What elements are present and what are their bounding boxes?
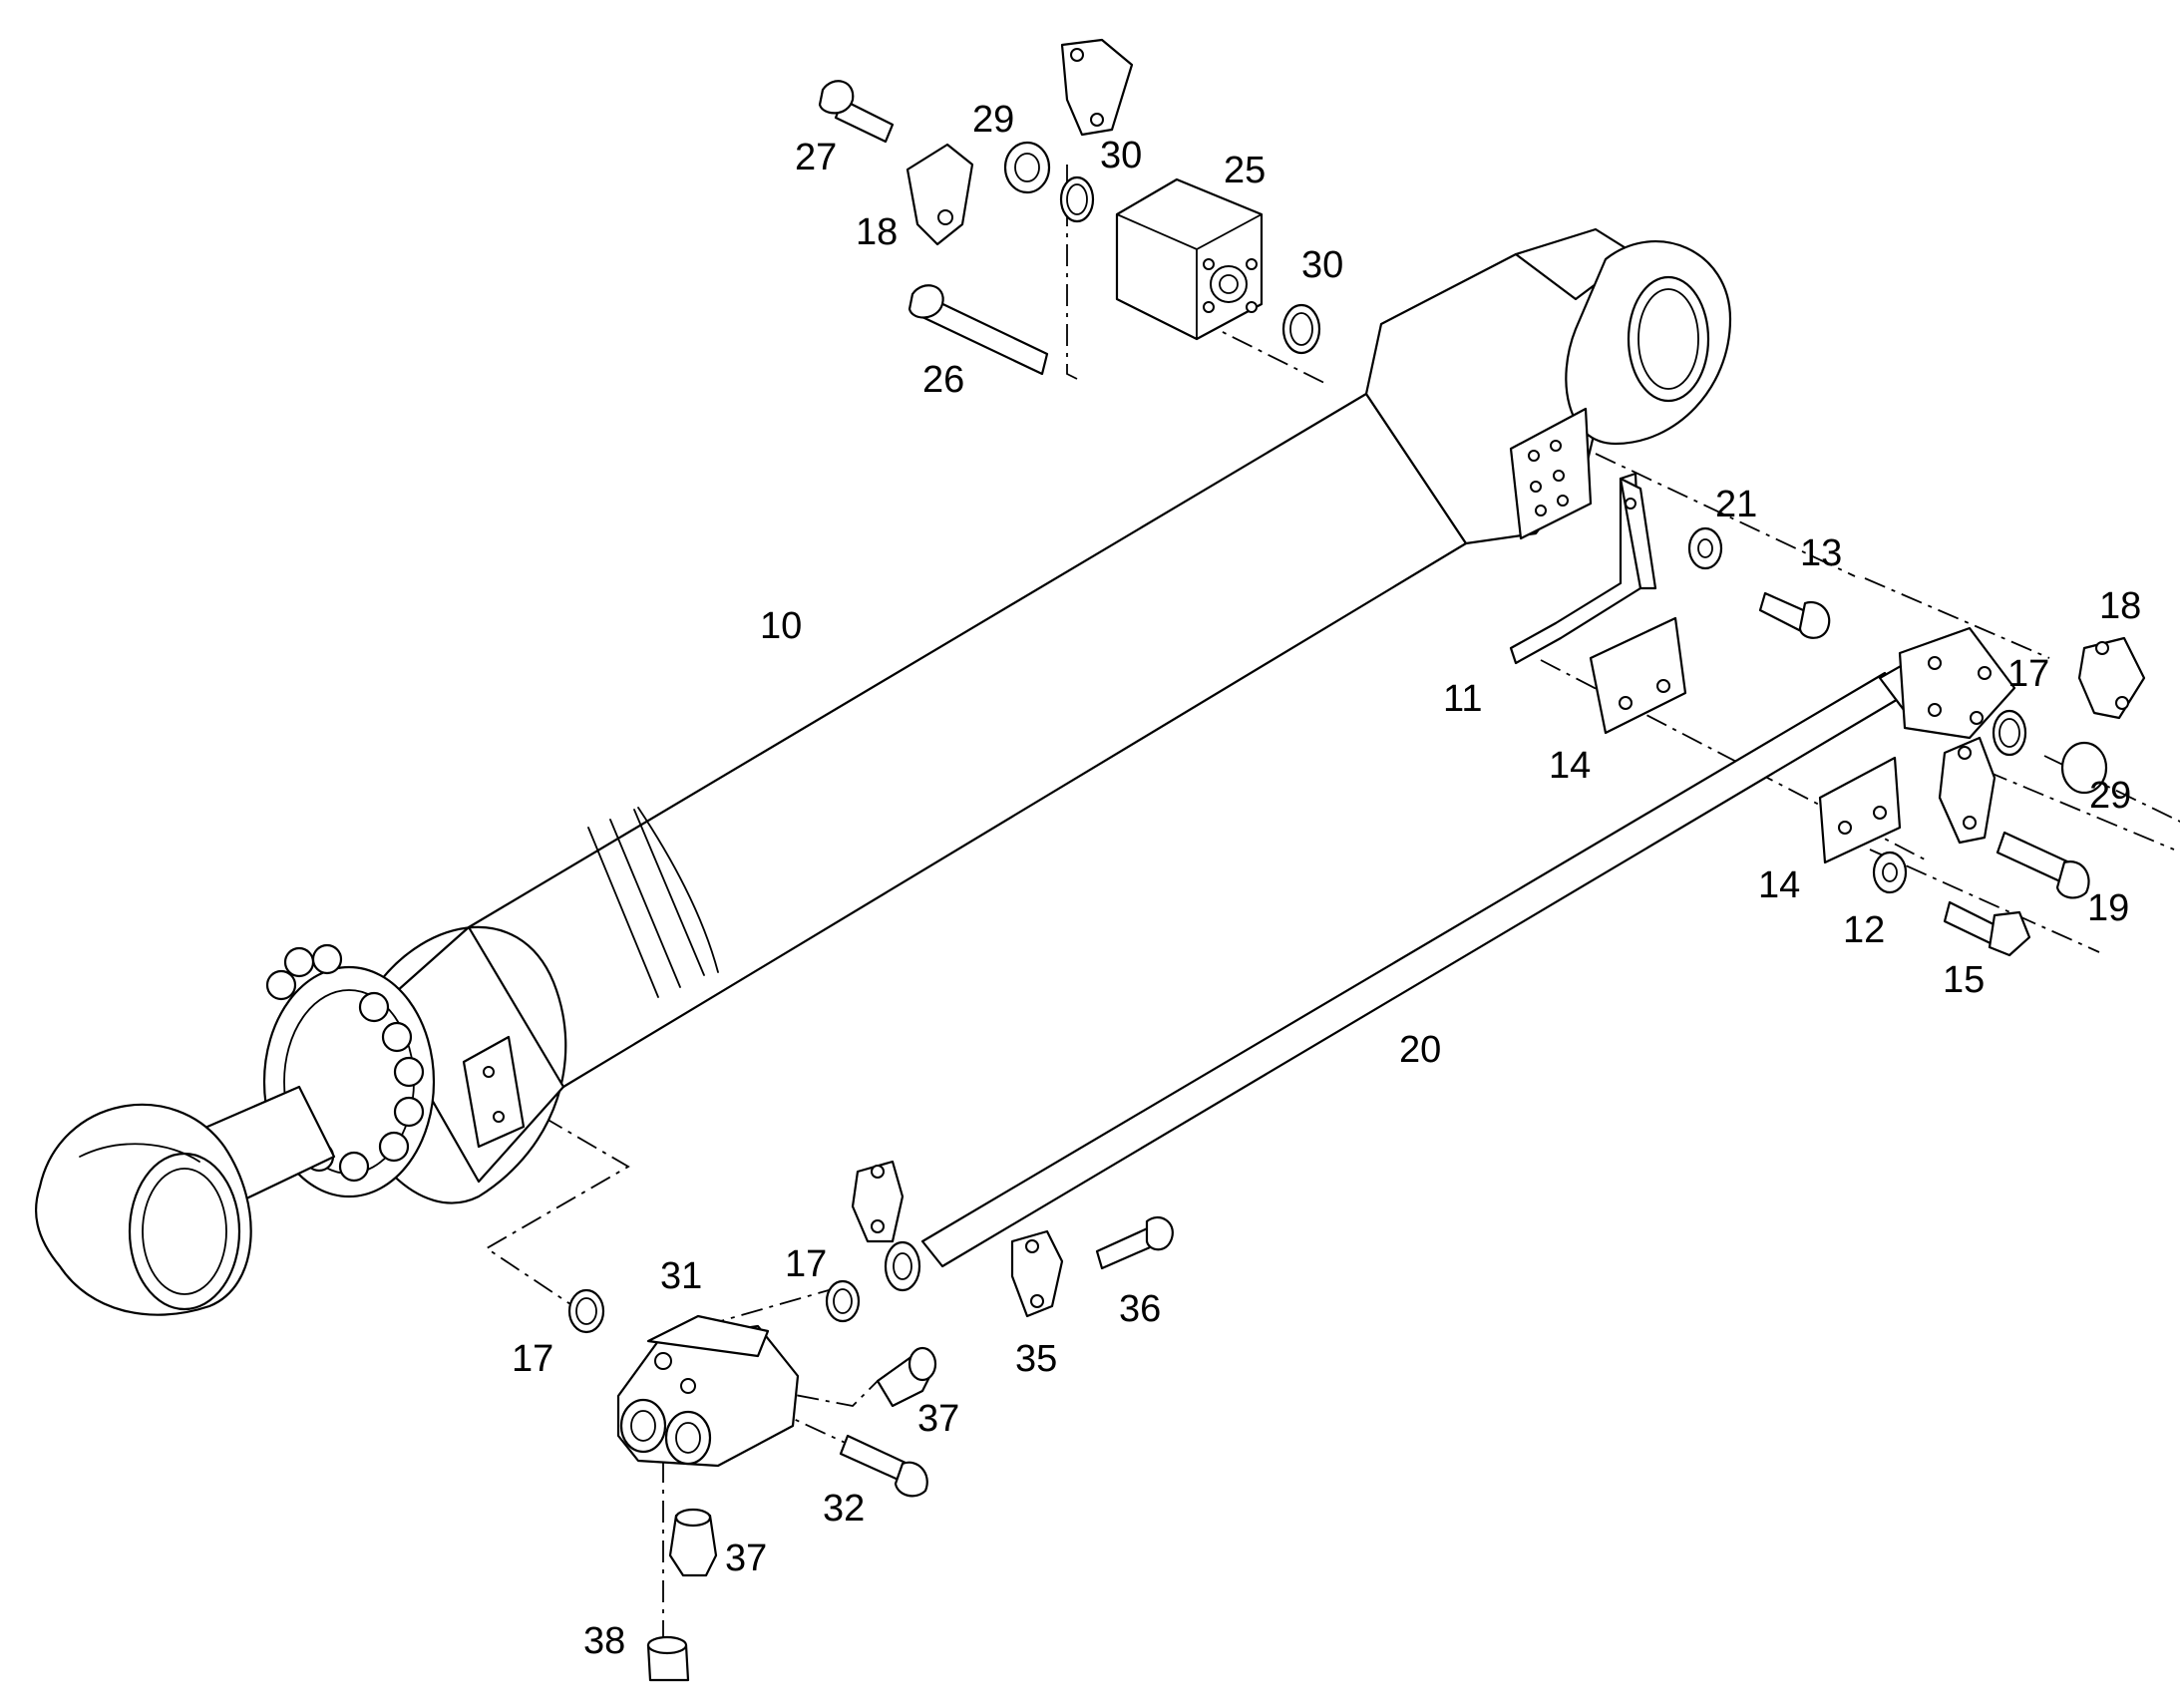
o-ring-17-right: [1992, 709, 2027, 757]
clamp-plate-14-upper: [1589, 616, 1687, 735]
bolt-26: [908, 284, 1049, 376]
bolt-15: [1943, 900, 2031, 957]
callout-26: 26: [922, 359, 964, 401]
valve-31: [616, 1314, 800, 1468]
callout-32: 32: [823, 1488, 865, 1530]
callout-36: 36: [1119, 1288, 1161, 1330]
bolt-36: [1095, 1215, 1174, 1270]
flange-half-18-right: [2077, 636, 2146, 720]
washer-12: [1872, 851, 1908, 894]
clamp-plate-14-lower: [1818, 756, 1902, 864]
washer-21: [1687, 526, 1723, 570]
bracket-11: [1509, 472, 1657, 665]
callout-13: 13: [1800, 532, 1842, 574]
o-ring-30-top: [1059, 175, 1095, 223]
callout-10: 10: [760, 605, 802, 647]
callout-17-right: 17: [2007, 653, 2049, 695]
o-ring-30-block: [1281, 303, 1321, 355]
callout-37-bottom: 37: [725, 1537, 767, 1579]
o-ring-17-left: [567, 1288, 605, 1334]
callout-30-top: 30: [1100, 135, 1142, 176]
callout-17-left: 17: [512, 1338, 553, 1380]
callout-18-right: 18: [2099, 585, 2141, 627]
callout-29-right: 29: [2089, 775, 2131, 817]
flange-half-right-lower: [1938, 736, 1997, 845]
bolt-27: [818, 80, 895, 144]
flange-half-top: [1060, 38, 1134, 137]
callout-19: 19: [2087, 887, 2129, 929]
callout-12: 12: [1843, 909, 1885, 951]
callout-35: 35: [1015, 1338, 1057, 1380]
bolt-13: [1758, 591, 1831, 639]
flange-half-18-top: [906, 143, 974, 246]
plug-38: [646, 1635, 690, 1682]
callouts: 10 11 12 13 14 14 15 17 17 17 18 18 19 2…: [512, 99, 2141, 1662]
flange-half-pipe-left: [851, 1160, 905, 1243]
valve-block: [1115, 177, 1264, 341]
callout-30-block: 30: [1301, 244, 1343, 286]
pipe: [884, 626, 2016, 1292]
callout-31: 31: [660, 1255, 702, 1297]
callout-27: 27: [795, 137, 837, 178]
callout-15: 15: [1943, 959, 1985, 1001]
rod-eye: [34, 1103, 252, 1316]
callout-18-top: 18: [856, 211, 898, 253]
callout-11: 11: [1443, 678, 1482, 720]
callout-38: 38: [583, 1620, 625, 1662]
assembly-lines: [485, 165, 2180, 1665]
callout-29-top: 29: [972, 99, 1014, 141]
callout-37-right: 37: [917, 1398, 959, 1440]
callout-14-upper: 14: [1549, 745, 1591, 787]
callout-14-lower: 14: [1758, 864, 1800, 906]
cylinder-head-mount: [1364, 227, 1732, 545]
callout-20: 20: [1399, 1029, 1441, 1071]
callout-21: 21: [1715, 484, 1757, 525]
flange-half-35: [1010, 1229, 1064, 1318]
seal-ring-29-top: [1003, 141, 1051, 194]
fitting-37-right: [876, 1346, 937, 1408]
rod-gland: [262, 925, 567, 1204]
seal-cap-29-right: [2060, 741, 2108, 795]
callout-17-pipe: 17: [785, 1243, 827, 1285]
cylinder-barrel: [467, 392, 1468, 1089]
bolt-32: [839, 1434, 928, 1498]
callout-25: 25: [1224, 150, 1266, 191]
bolt-19: [1996, 831, 2090, 899]
fitting-37-bottom: [668, 1508, 718, 1577]
o-ring-17-pipe: [825, 1279, 861, 1323]
